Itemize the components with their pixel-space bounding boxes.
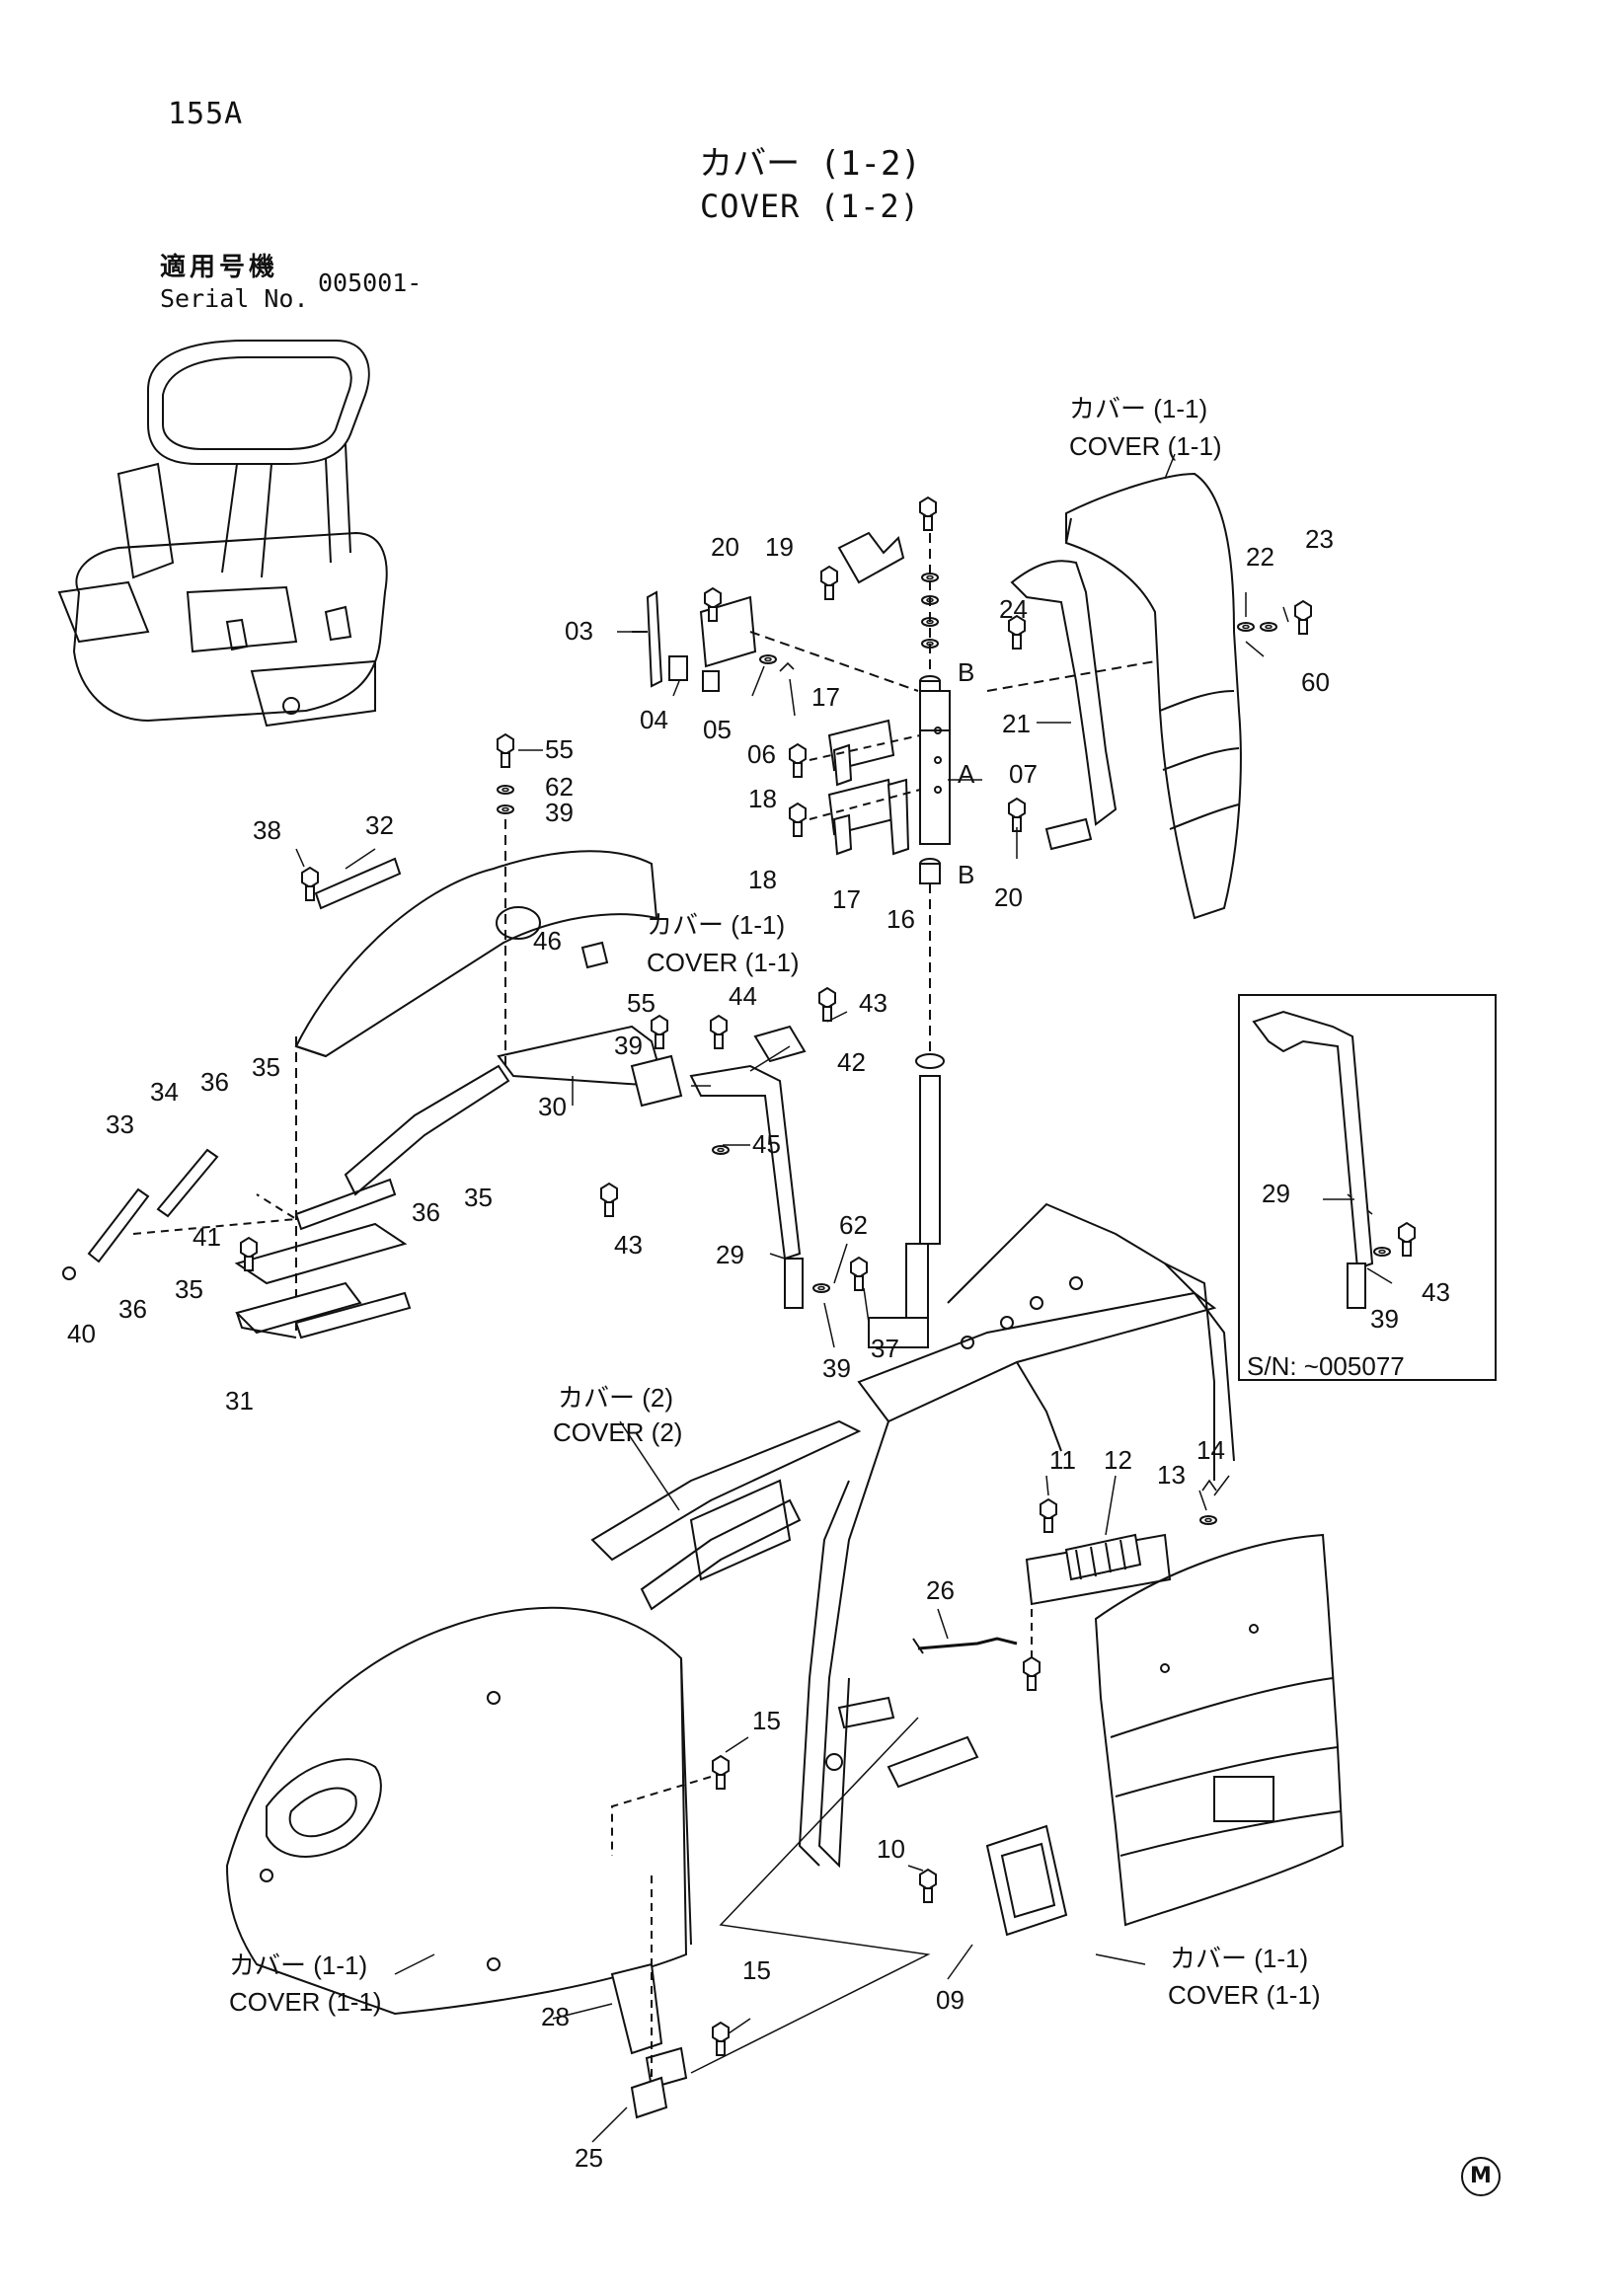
serial-label: Serial No. xyxy=(160,284,309,313)
ref-cover-2: COVER (2) xyxy=(553,1417,682,1447)
callout-16: 16 xyxy=(887,904,915,934)
callout-45: 45 xyxy=(752,1129,781,1159)
ref-cover-1-1-jp: カバー (1-1) xyxy=(1170,1944,1308,1973)
callout-46: 46 xyxy=(533,926,562,956)
right-upper-cover xyxy=(986,472,1312,920)
callout-03: 03 xyxy=(565,616,593,646)
callout-42: 42 xyxy=(837,1047,866,1077)
callout-09: 09 xyxy=(936,1985,964,2015)
callout-32: 32 xyxy=(365,810,394,840)
callout-55: 55 xyxy=(627,988,656,1018)
serial-value: 005001- xyxy=(318,268,423,297)
callout-35: 35 xyxy=(464,1183,493,1212)
callout-33: 33 xyxy=(106,1110,134,1139)
callout-39: 39 xyxy=(545,798,574,827)
callout-35: 35 xyxy=(252,1052,280,1082)
callout-28: 28 xyxy=(541,2002,570,2031)
ref-cover-1-1: COVER (1-1) xyxy=(229,1987,382,2017)
callout-62: 62 xyxy=(839,1210,868,1240)
lower-bracket-assembly xyxy=(610,1717,931,2119)
callout-41: 41 xyxy=(193,1222,221,1252)
callout-35: 35 xyxy=(175,1274,203,1304)
callout-60: 60 xyxy=(1301,667,1330,697)
callout-05: 05 xyxy=(703,715,732,744)
callout-12: 12 xyxy=(1104,1445,1132,1475)
callout-18: 18 xyxy=(748,784,777,813)
excavator-key-view xyxy=(57,340,388,727)
circled-m-mark: M xyxy=(1461,2157,1501,2196)
callout-43: 43 xyxy=(1422,1277,1450,1307)
rear-cover-right xyxy=(1094,1533,1345,1927)
callout-44: 44 xyxy=(729,981,757,1011)
callout-18: 18 xyxy=(748,865,777,894)
callout-34: 34 xyxy=(150,1077,179,1107)
hinge-plates xyxy=(789,719,921,856)
callout-40: 40 xyxy=(67,1319,96,1348)
callout-43: 43 xyxy=(614,1230,643,1260)
callout-17: 17 xyxy=(832,884,861,914)
callout-07: 07 xyxy=(1009,759,1038,789)
callout-20: 20 xyxy=(994,882,1023,912)
callout-24: 24 xyxy=(999,594,1028,624)
page-title-japanese: カバー (1-2) xyxy=(699,144,921,184)
callout-55: 55 xyxy=(545,734,574,764)
callout-62: 62 xyxy=(545,772,574,802)
ref-cover-1-1: COVER (1-1) xyxy=(647,948,800,977)
ref-cover-1-1-jp: カバー (1-1) xyxy=(229,1951,367,1980)
callout-A: A xyxy=(958,759,975,789)
callout-B: B xyxy=(958,860,974,889)
callout-23: 23 xyxy=(1305,524,1334,554)
left-side-cover xyxy=(225,1606,692,2016)
callout-30: 30 xyxy=(538,1092,567,1121)
hinge-bracket-assembly xyxy=(632,587,919,692)
page-title: COVER (1-2) xyxy=(700,188,920,225)
callout-26: 26 xyxy=(926,1575,955,1605)
callout-13: 13 xyxy=(1157,1460,1186,1490)
callout-38: 38 xyxy=(253,815,281,845)
main-frame xyxy=(590,1202,1235,1869)
callout-06: 06 xyxy=(747,739,776,769)
latch-assembly xyxy=(912,1479,1217,1937)
callout-22: 22 xyxy=(1246,542,1274,572)
callout-labels: カバー (1-1) COVER (1-1) カバー (1-1) COVER (1… xyxy=(67,394,1450,2173)
reference-pointer-lines xyxy=(394,453,1176,1975)
callout-37: 37 xyxy=(871,1334,899,1363)
callout-25: 25 xyxy=(575,2143,603,2173)
leader-lines xyxy=(295,592,1393,2143)
callout-15: 15 xyxy=(742,1955,771,1985)
callout-36: 36 xyxy=(200,1067,229,1097)
callout-36: 36 xyxy=(118,1294,147,1324)
ref-cover-1-1-jp: カバー (1-1) xyxy=(1069,394,1207,423)
callout-19: 19 xyxy=(765,532,794,562)
ref-cover-1-1-jp: カバー (1-1) xyxy=(647,910,785,940)
callout-15: 15 xyxy=(752,1706,781,1735)
callout-29: 29 xyxy=(716,1240,744,1269)
callout-36: 36 xyxy=(412,1197,440,1227)
callout-31: 31 xyxy=(225,1386,254,1416)
callout-21: 21 xyxy=(1002,709,1031,738)
stay-rods-and-base-plate xyxy=(62,1148,412,1339)
ref-cover-2-jp: カバー (2) xyxy=(558,1383,673,1413)
callout-17: 17 xyxy=(811,682,840,712)
callout-04: 04 xyxy=(640,705,668,734)
callout-14: 14 xyxy=(1196,1435,1225,1465)
callout-39: 39 xyxy=(822,1353,851,1383)
ref-cover-1-1: COVER (1-1) xyxy=(1069,431,1222,461)
callout-11: 11 xyxy=(1049,1445,1076,1475)
ref-cover-1-1: COVER (1-1) xyxy=(1168,1980,1321,2010)
callout-39: 39 xyxy=(1370,1304,1399,1334)
callout-29: 29 xyxy=(1262,1179,1290,1208)
callout-B: B xyxy=(958,657,974,687)
center-cover-assembly xyxy=(234,733,683,1333)
inset-box xyxy=(1238,994,1497,1381)
callout-20: 20 xyxy=(711,532,739,562)
callout-43: 43 xyxy=(859,988,887,1018)
callout-39: 39 xyxy=(614,1031,643,1060)
callout-10: 10 xyxy=(877,1834,905,1864)
serial-label-japanese: 適用号機 xyxy=(160,253,279,282)
vertical-post-assembly xyxy=(820,497,951,1342)
page-number: 155A xyxy=(168,97,244,131)
inset-serial-note: S/N: ~005077 xyxy=(1247,1351,1405,1381)
